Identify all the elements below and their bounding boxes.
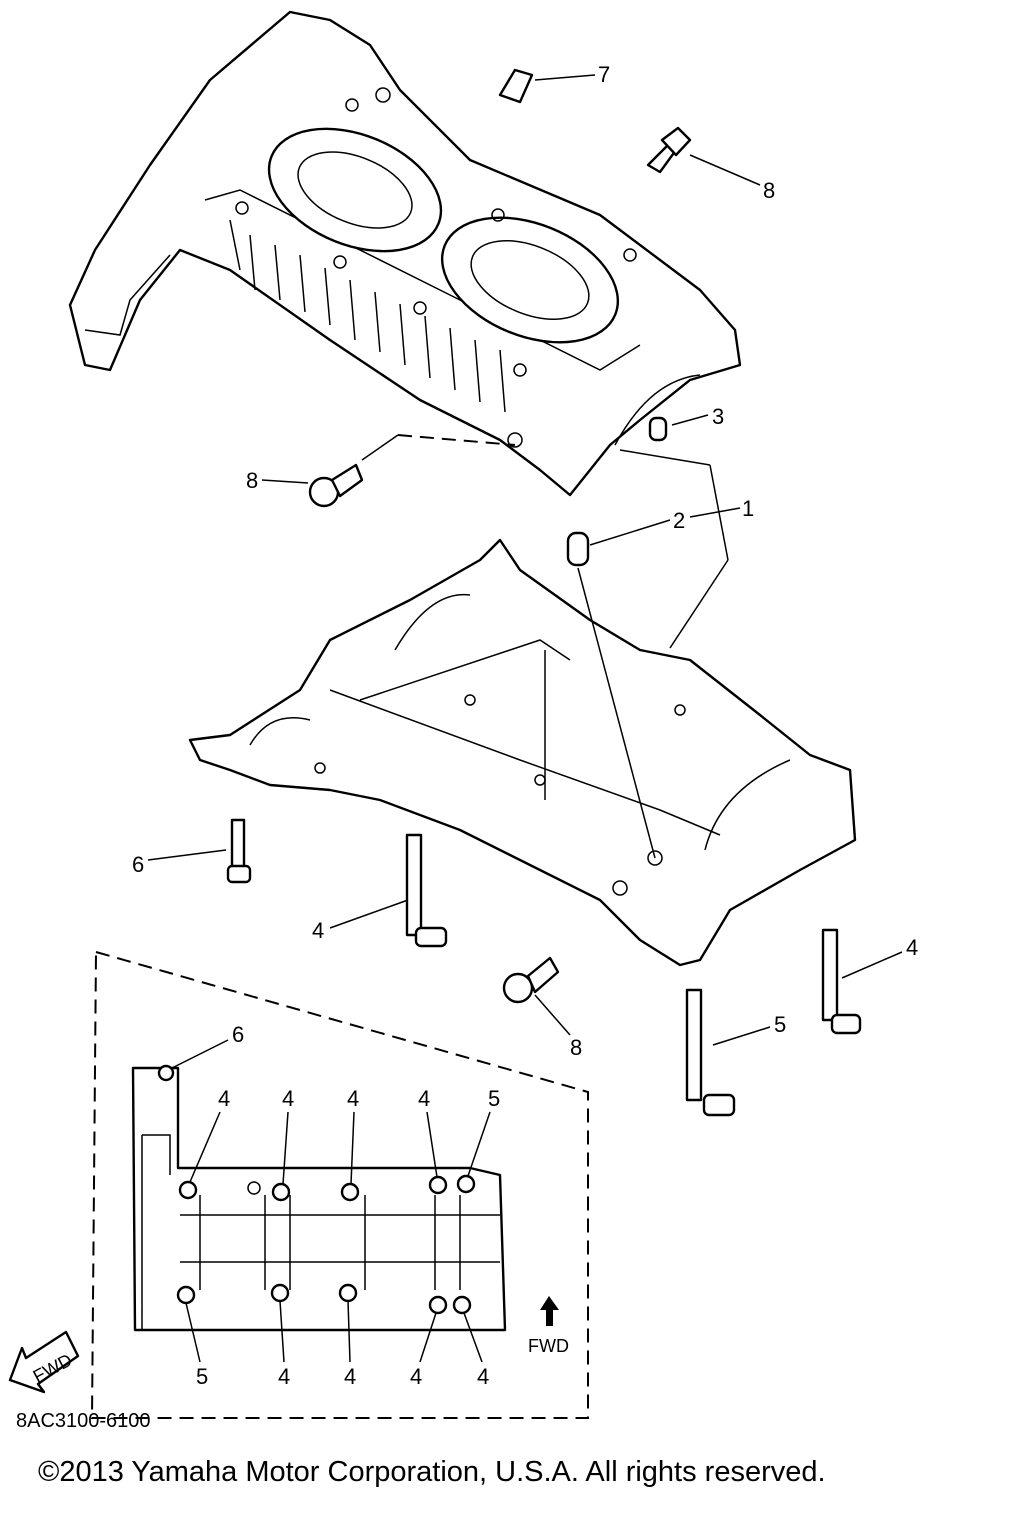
- bolt-6: [226, 818, 252, 884]
- part-code: 8AC3100-6100: [16, 1410, 151, 1432]
- callout-6: 6: [132, 852, 144, 877]
- bolt-8-left: [308, 463, 364, 508]
- inset-callout-5: 5: [488, 1086, 500, 1111]
- stud-5: [685, 988, 736, 1117]
- upper-crankcase: [68, 10, 742, 497]
- callout-4: 4: [906, 935, 918, 960]
- inset-callout-4: 4: [410, 1364, 422, 1389]
- inset-callout-5: 5: [196, 1364, 208, 1389]
- lower-crankcase: [188, 538, 857, 967]
- dowel-2: [566, 531, 590, 567]
- callout-7: 7: [598, 62, 610, 87]
- bolt-8-upper: [646, 126, 692, 174]
- callouts: 7 8 3 8 2 1 6 4 4 5 8: [132, 62, 918, 1060]
- inset-callout-4: 4: [477, 1364, 489, 1389]
- copyright-notice: ©2013 Yamaha Motor Corporation, U.S.A. A…: [38, 1456, 826, 1488]
- inset-callout-4: 4: [347, 1086, 359, 1111]
- fwd-up-arrow-icon: [540, 1296, 559, 1326]
- callout-3: 3: [712, 404, 724, 429]
- bolt-8-lower: [502, 956, 560, 1004]
- inset-callout-4: 4: [218, 1086, 230, 1111]
- stud-4-left: [405, 833, 448, 948]
- leader-lines: [147, 74, 903, 1046]
- inset-callout-4: 4: [418, 1086, 430, 1111]
- callout-5: 5: [774, 1012, 786, 1037]
- bottom-view-inset: 6 4 4 4 4 5 5 4 4 4 4 FWD: [90, 950, 589, 1419]
- callout-2: 2: [673, 508, 685, 533]
- callout-4: 4: [312, 918, 324, 943]
- inset-callout-4: 4: [278, 1364, 290, 1389]
- callout-8: 8: [763, 178, 775, 203]
- inset-callout-4: 4: [344, 1364, 356, 1389]
- fwd-arrow-icon: FWD: [8, 1330, 80, 1394]
- callout-1: 1: [742, 496, 754, 521]
- bolt-7: [498, 68, 534, 104]
- callout-8: 8: [570, 1035, 582, 1060]
- inset-callout-4: 4: [282, 1086, 294, 1111]
- callout-8: 8: [246, 468, 258, 493]
- fwd-inset-label: FWD: [528, 1336, 569, 1356]
- stud-4-right: [821, 928, 862, 1035]
- dowel-pin-3: [648, 416, 668, 442]
- inset-callout-6: 6: [232, 1022, 244, 1047]
